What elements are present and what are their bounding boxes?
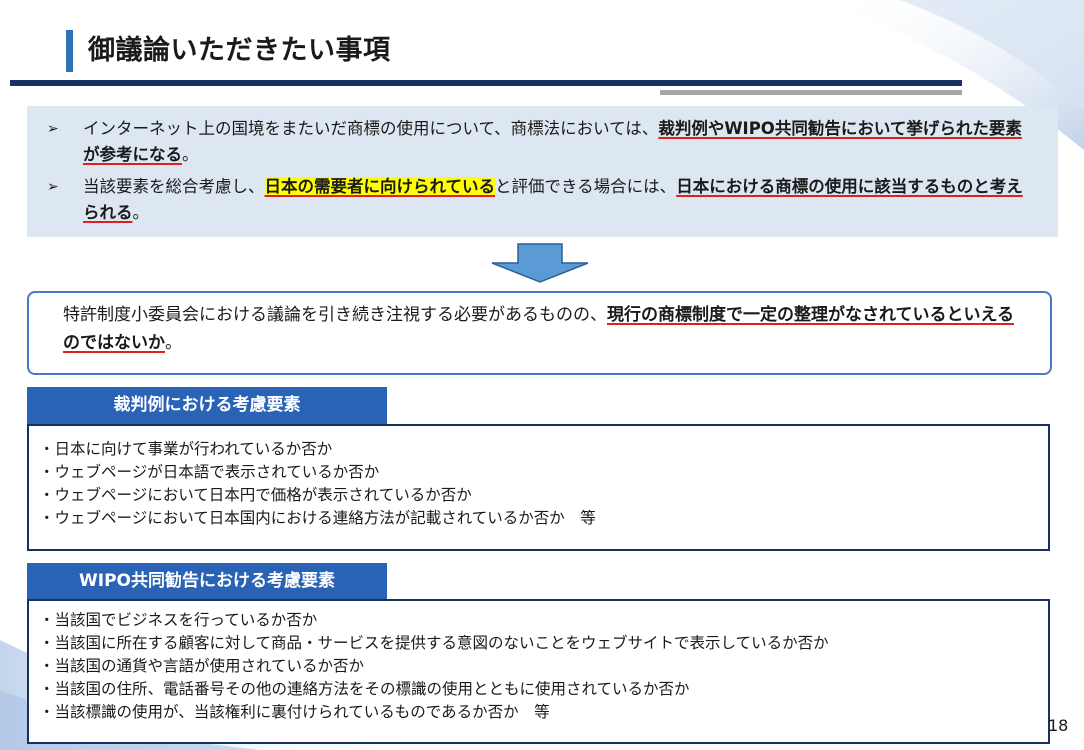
list-item: ・ウェブページにおいて日本国内における連絡方法が記載されているか否か 等 (39, 509, 596, 527)
list-item: ・当該標識の使用が、当該権利に裏付けられているものであるか否か 等 (39, 703, 550, 721)
title-underline-accent (660, 90, 962, 95)
page-title: 御議論いただきたい事項 (88, 35, 391, 66)
highlighted-text: 日本の需要者に向けられている (264, 177, 496, 196)
arrow-bullet-icon: ➢ (47, 121, 59, 137)
title-underline (10, 80, 962, 86)
down-arrow-icon (491, 243, 589, 283)
summary-bullet-2-text: 当該要素を総合考慮し、日本の需要者に向けられていると評価できる場合には、日本にお… (83, 177, 1023, 222)
emphasis-text: 日本における商標の使用に該当するものと考えられる (83, 177, 1023, 222)
list-item: ・ウェブページにおいて日本円で価格が表示されているか否か (39, 486, 472, 504)
arrow-bullet-icon: ➢ (47, 179, 59, 195)
list-item: ・当該国に所在する顧客に対して商品・サービスを提供する意図のないことをウェブサイ… (39, 634, 829, 652)
summary-box: ➢ インターネット上の国境をまたいだ商標の使用について、商標法においては、裁判例… (27, 106, 1058, 237)
list-item: ・当該国でビジネスを行っているか否か (39, 611, 318, 629)
case-law-header: 裁判例における考慮要素 (27, 387, 387, 424)
summary-bullet-1-text: インターネット上の国境をまたいだ商標の使用について、商標法においては、裁判例やW… (83, 119, 1022, 164)
emphasis-text: 現行の商標制度で一定の整理がなされているといえるのではないか (63, 305, 1014, 353)
summary-bullet-2: ➢ 当該要素を総合考慮し、日本の需要者に向けられていると評価できる場合には、日本… (41, 174, 1038, 226)
case-law-list: ・日本に向けて事業が行われているか否か ・ウェブページが日本語で表示されているか… (27, 424, 1050, 551)
list-item: ・当該国の通貨や言語が使用されているか否か (39, 657, 365, 675)
conclusion-box: 特許制度小委員会における議論を引き続き注視する必要があるものの、現行の商標制度で… (27, 291, 1052, 375)
title-accent-bar (66, 30, 73, 72)
wipo-list: ・当該国でビジネスを行っているか否か ・当該国に所在する顧客に対して商品・サービ… (27, 599, 1050, 744)
list-item: ・当該国の住所、電話番号その他の連絡方法をその標識の使用とともに使用されているか… (39, 680, 690, 698)
wipo-header: WIPO共同勧告における考慮要素 (27, 563, 387, 600)
summary-bullet-1: ➢ インターネット上の国境をまたいだ商標の使用について、商標法においては、裁判例… (41, 116, 1038, 168)
list-item: ・日本に向けて事業が行われているか否か (39, 440, 333, 458)
page-number: 18 (1048, 716, 1069, 735)
list-item: ・ウェブページが日本語で表示されているか否か (39, 463, 380, 481)
emphasis-text: 裁判例やWIPO共同勧告において挙げられた要素が参考になる (83, 119, 1022, 164)
